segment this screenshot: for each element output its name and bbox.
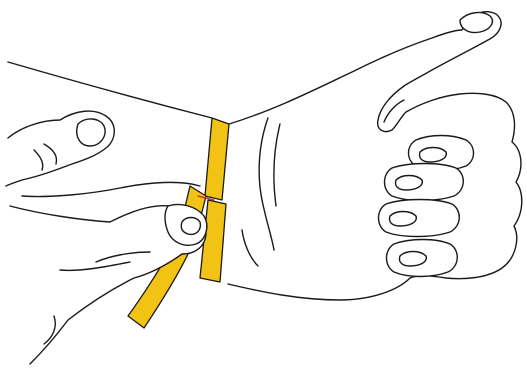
background-thumbnail	[77, 119, 105, 146]
thumbnail	[460, 13, 492, 33]
ring-finger	[379, 200, 460, 237]
little-finger	[387, 240, 458, 277]
background-hand-lower	[22, 182, 200, 196]
forearm-top-edge	[8, 62, 212, 118]
tape-back-strip	[205, 118, 229, 200]
forearm-bottom-edge	[228, 278, 410, 300]
background-hand	[6, 111, 200, 196]
hand-tendon-line-2	[274, 124, 280, 206]
middle-finger	[385, 164, 464, 201]
holding-hand	[10, 204, 207, 364]
wrist-bone-line	[242, 230, 258, 266]
hand-tendon-line-1	[259, 118, 274, 250]
